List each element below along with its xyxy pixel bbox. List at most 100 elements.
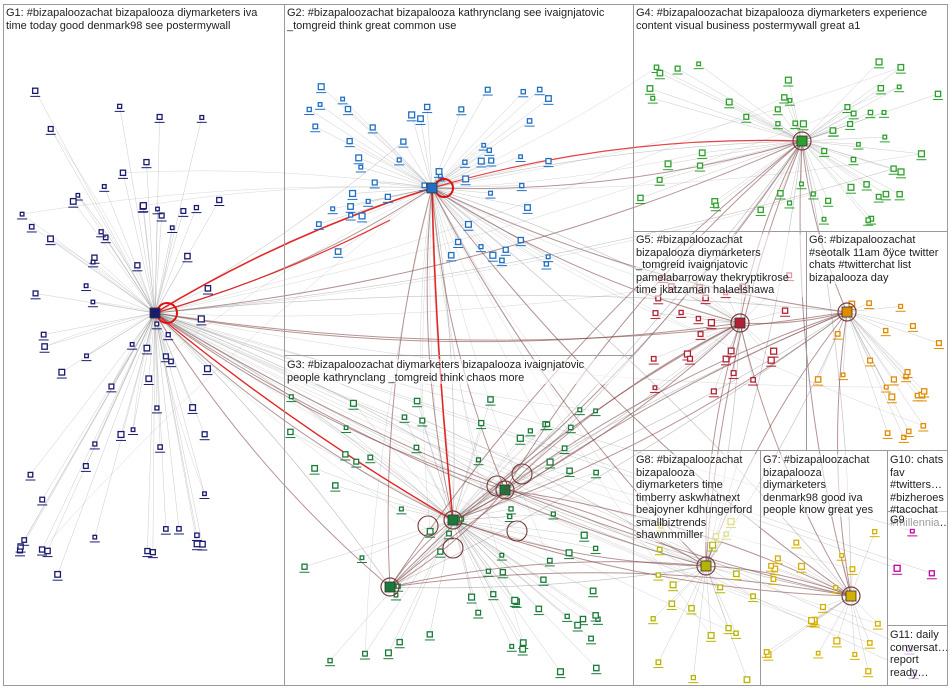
edge-line — [290, 431, 454, 521]
hub-node — [149, 307, 161, 319]
highlight-edge — [431, 187, 454, 521]
edge-line — [57, 312, 156, 575]
edge-line — [111, 312, 156, 387]
edge-line — [314, 468, 454, 521]
user-node — [829, 127, 837, 134]
user-node — [475, 457, 482, 463]
user-node — [468, 593, 476, 601]
user-node — [347, 203, 354, 210]
edge-line — [352, 187, 433, 194]
edge-line — [154, 207, 197, 314]
edge-line — [399, 519, 454, 643]
user-node — [656, 176, 663, 183]
edge-line — [431, 187, 494, 256]
user-node — [652, 310, 659, 317]
user-node — [477, 157, 485, 165]
edge-line — [154, 288, 209, 314]
user-node — [733, 630, 739, 637]
user-node — [340, 96, 346, 102]
user-node — [454, 238, 462, 246]
user-node — [833, 584, 839, 591]
hub-edge — [154, 312, 741, 343]
edge-line — [801, 61, 880, 142]
hub-edge — [154, 312, 506, 491]
edge-line — [814, 595, 852, 622]
user-node — [883, 384, 889, 390]
edge-line — [452, 423, 546, 521]
edge-line — [739, 310, 786, 324]
edge-line — [668, 140, 803, 165]
edge-line — [452, 399, 491, 521]
user-node — [653, 64, 660, 71]
user-node — [519, 645, 527, 653]
user-node — [481, 142, 487, 148]
edge-line — [846, 311, 887, 388]
edge-line — [23, 312, 156, 541]
edge-line — [146, 162, 156, 314]
user-node — [524, 204, 531, 212]
user-node — [852, 651, 858, 657]
edge-line — [452, 519, 544, 580]
edge-line — [801, 67, 901, 142]
user-node — [696, 162, 704, 169]
edge-line — [672, 565, 707, 586]
edge-line — [73, 201, 156, 314]
user-node — [489, 251, 497, 259]
user-node — [365, 198, 371, 204]
user-node — [896, 190, 903, 198]
edge-line — [452, 519, 504, 573]
edge-line — [801, 140, 902, 173]
edge-line — [431, 187, 482, 247]
user-node — [201, 431, 208, 438]
user-node — [650, 616, 656, 622]
user-node — [592, 612, 599, 619]
edge-line — [154, 312, 721, 588]
user-node — [710, 388, 717, 395]
user-node — [199, 114, 205, 120]
hub-edge — [739, 140, 803, 324]
user-node — [713, 202, 719, 209]
user-node — [664, 160, 672, 168]
user-node — [707, 319, 716, 327]
hub-edge — [389, 561, 707, 588]
edge-line — [431, 187, 452, 256]
user-node — [934, 90, 942, 98]
user-node — [888, 393, 896, 401]
hub-ring — [730, 313, 750, 333]
user-node — [819, 603, 827, 611]
user-node — [698, 149, 706, 157]
edge-line — [714, 140, 803, 202]
user-node — [446, 530, 452, 537]
user-node — [288, 394, 294, 400]
user-node — [197, 315, 205, 323]
edge-line — [426, 106, 433, 189]
edge-line — [388, 519, 454, 653]
edge-line — [77, 195, 156, 314]
hub-ring — [443, 510, 463, 530]
user-node — [401, 414, 408, 420]
user-node — [593, 469, 599, 476]
user-node — [580, 531, 588, 539]
user-node — [798, 181, 804, 187]
user-node — [353, 458, 360, 465]
user-node — [359, 555, 365, 561]
user-node — [884, 430, 891, 437]
user-node — [543, 261, 550, 267]
user-node — [129, 341, 135, 347]
edge-line — [154, 168, 894, 314]
user-node — [488, 157, 495, 164]
edge-line — [41, 187, 433, 550]
edge-line — [846, 311, 940, 344]
user-node — [119, 169, 127, 177]
user-node — [567, 424, 574, 431]
edge-line — [452, 519, 523, 650]
edge-line — [452, 519, 596, 549]
user-node — [850, 156, 857, 163]
edge-line — [154, 117, 203, 314]
hub-edge — [389, 489, 506, 588]
edge-line — [846, 311, 886, 331]
user-node — [327, 657, 333, 664]
user-node — [750, 376, 756, 383]
hub-edge — [504, 489, 707, 567]
hub-ring — [792, 131, 812, 151]
